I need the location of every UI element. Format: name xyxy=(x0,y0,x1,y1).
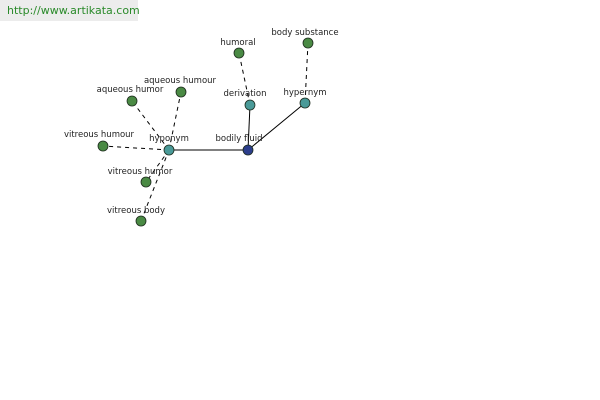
node-dot-vitreous-humour[interactable] xyxy=(97,140,109,152)
node-dot-vitreous-humor[interactable] xyxy=(140,176,152,188)
node-dot-humoral[interactable] xyxy=(233,47,245,59)
node-label-vitreous-humor[interactable]: vitreous humor xyxy=(108,167,173,177)
edge-bodily-fluid-to-derivation xyxy=(247,104,251,151)
graph-edges xyxy=(102,42,309,222)
node-label-hyponym[interactable]: hyponym xyxy=(149,134,189,144)
node-label-hypernym[interactable]: hypernym xyxy=(283,88,326,98)
node-label-vitreous-body[interactable]: vitreous body xyxy=(107,206,165,216)
edge-bodily-fluid-to-hypernym xyxy=(247,102,306,151)
node-dot-aqueous-humor[interactable] xyxy=(126,95,138,107)
node-label-aqueous-humour[interactable]: aqueous humour xyxy=(144,76,217,86)
edge-hyponym-to-aqueous-humor xyxy=(131,100,170,151)
node-derivation[interactable]: derivation xyxy=(223,89,267,111)
node-aqueous-humor[interactable]: aqueous humor xyxy=(97,85,164,107)
node-label-aqueous-humor[interactable]: aqueous humor xyxy=(97,85,164,95)
edge-derivation-to-humoral xyxy=(238,52,251,106)
node-dot-bodily-fluid[interactable] xyxy=(242,144,254,156)
edge-hyponym-to-aqueous-humour xyxy=(168,91,182,151)
edge-hypernym-to-body-substance xyxy=(304,42,309,104)
node-dot-hyponym[interactable] xyxy=(163,144,175,156)
node-label-bodily-fluid[interactable]: bodily fluid xyxy=(216,134,263,144)
node-body-substance[interactable]: body substance xyxy=(271,28,339,49)
graph-nodes: bodily fluid hyponym derivation hypernym hum… xyxy=(64,28,339,227)
node-dot-aqueous-humour[interactable] xyxy=(175,86,187,98)
node-vitreous-humor[interactable]: vitreous humor xyxy=(108,167,173,188)
node-label-humoral[interactable]: humoral xyxy=(220,38,255,48)
node-dot-vitreous-body[interactable] xyxy=(135,215,147,227)
node-label-derivation[interactable]: derivation xyxy=(223,89,266,99)
node-humoral[interactable]: humoral xyxy=(220,38,256,59)
node-dot-body-substance[interactable] xyxy=(302,37,314,49)
node-aqueous-humour[interactable]: aqueous humour xyxy=(144,76,217,98)
node-label-vitreous-humour[interactable]: vitreous humour xyxy=(64,130,135,140)
edge-hyponym-to-vitreous-humor xyxy=(145,149,170,183)
edge-hyponym-to-vitreous-humour xyxy=(102,145,170,151)
source-url[interactable]: http://www.artikata.com xyxy=(0,0,140,21)
node-bodily-fluid[interactable]: bodily fluid xyxy=(216,134,263,156)
node-hyponym[interactable]: hyponym xyxy=(149,134,189,156)
node-hypernym[interactable]: hypernym xyxy=(283,88,327,109)
node-vitreous-humour[interactable]: vitreous humour xyxy=(64,130,135,152)
node-dot-derivation[interactable] xyxy=(244,99,256,111)
node-dot-hypernym[interactable] xyxy=(299,97,311,109)
node-label-body-substance[interactable]: body substance xyxy=(271,28,338,38)
node-vitreous-body[interactable]: vitreous body xyxy=(107,206,165,227)
